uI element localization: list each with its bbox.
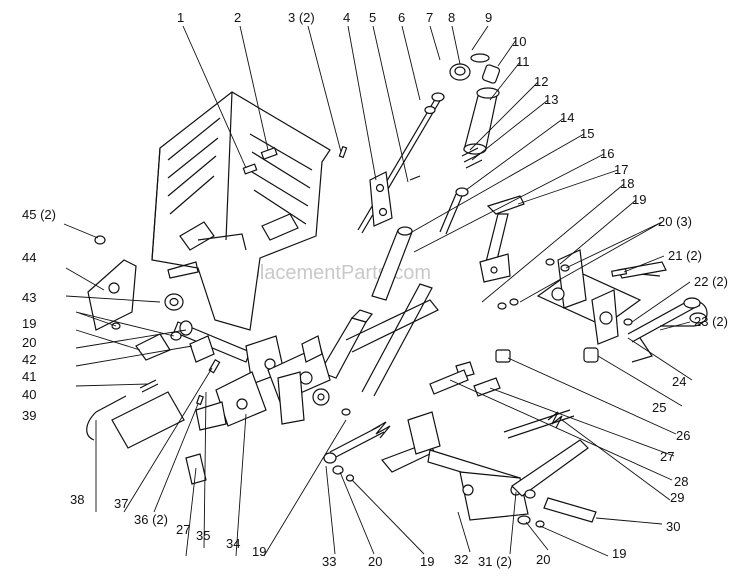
callout-13: 13 [544, 92, 558, 107]
callout-19-bottom: 19 [420, 554, 434, 569]
callout-21: 21 (2) [668, 248, 702, 263]
spacers [429, 347, 599, 397]
left-lever [312, 283, 439, 416]
callout-16: 16 [600, 146, 614, 161]
callout-20-upper: 20 (3) [658, 214, 692, 229]
callout-42: 42 [22, 352, 36, 367]
callout-44: 44 [22, 250, 36, 265]
watermark-text: eReplacementParts.com [212, 262, 431, 284]
callout-35: 35 [196, 528, 210, 543]
shift-rod [357, 92, 445, 234]
callout-14: 14 [560, 110, 574, 125]
callout-29: 29 [670, 490, 684, 505]
callout-10: 10 [512, 34, 526, 49]
washers-upper-right [497, 258, 633, 326]
callout-27-left: 27 [176, 522, 190, 537]
callout-38: 38 [70, 492, 84, 507]
callout-19-left: 19 [22, 316, 36, 331]
parts-drawing [86, 53, 708, 528]
callout-23: 23 (2) [694, 314, 728, 329]
callout-3: 3 (2) [288, 10, 315, 25]
callout-45: 45 (2) [22, 207, 56, 222]
callout-22: 22 (2) [694, 274, 728, 289]
callout-39: 39 [22, 408, 36, 423]
callout-43: 43 [22, 290, 36, 305]
callout-40: 40 [22, 387, 36, 402]
callout-18: 18 [620, 176, 634, 191]
callout-7: 7 [426, 10, 433, 25]
callout-19-right: 19 [612, 546, 626, 561]
callout-30: 30 [666, 519, 680, 534]
callout-20-left: 20 [22, 335, 36, 350]
callout-25: 25 [652, 400, 666, 415]
control-bracket [536, 249, 667, 345]
callout-26: 26 [676, 428, 690, 443]
callout-11: 11 [516, 54, 530, 69]
callout-28: 28 [674, 474, 688, 489]
callout-41: 41 [22, 369, 36, 384]
right-lever [479, 195, 525, 283]
callout-36: 36 (2) [134, 512, 168, 527]
callout-20-right: 20 [536, 552, 550, 567]
callout-20-bottom: 20 [368, 554, 382, 569]
callout-19-upper: 19 [632, 192, 646, 207]
callout-4: 4 [343, 10, 350, 25]
callout-12: 12 [534, 74, 548, 89]
callout-27-right: 27 [660, 449, 674, 464]
sleeve-tube [371, 226, 413, 301]
callout-labels: 1 2 3 (2) 4 5 6 7 8 9 10 11 12 13 14 15 … [22, 10, 728, 569]
callout-lines [63, 25, 693, 557]
pivot-bracket [338, 145, 421, 227]
callout-32: 32 [454, 552, 468, 567]
spring-rods [329, 409, 575, 459]
callout-15: 15 [580, 126, 594, 141]
callout-19-middle: 19 [252, 544, 266, 559]
left-assembly [86, 235, 331, 485]
bottom-lever [380, 411, 589, 521]
callout-8: 8 [448, 10, 455, 25]
callout-24: 24 [672, 374, 686, 389]
control-housing [151, 91, 331, 331]
callout-33: 33 [322, 554, 336, 569]
pivot-rod [627, 297, 708, 363]
callout-17: 17 [614, 162, 628, 177]
callout-1: 1 [177, 10, 184, 25]
callout-31: 31 (2) [478, 554, 512, 569]
callout-34: 34 [226, 536, 240, 551]
callout-9: 9 [485, 10, 492, 25]
callout-37: 37 [114, 496, 128, 511]
callout-6: 6 [398, 10, 405, 25]
washers-bottom [323, 452, 597, 528]
callout-2: 2 [234, 10, 241, 25]
callout-5: 5 [369, 10, 376, 25]
